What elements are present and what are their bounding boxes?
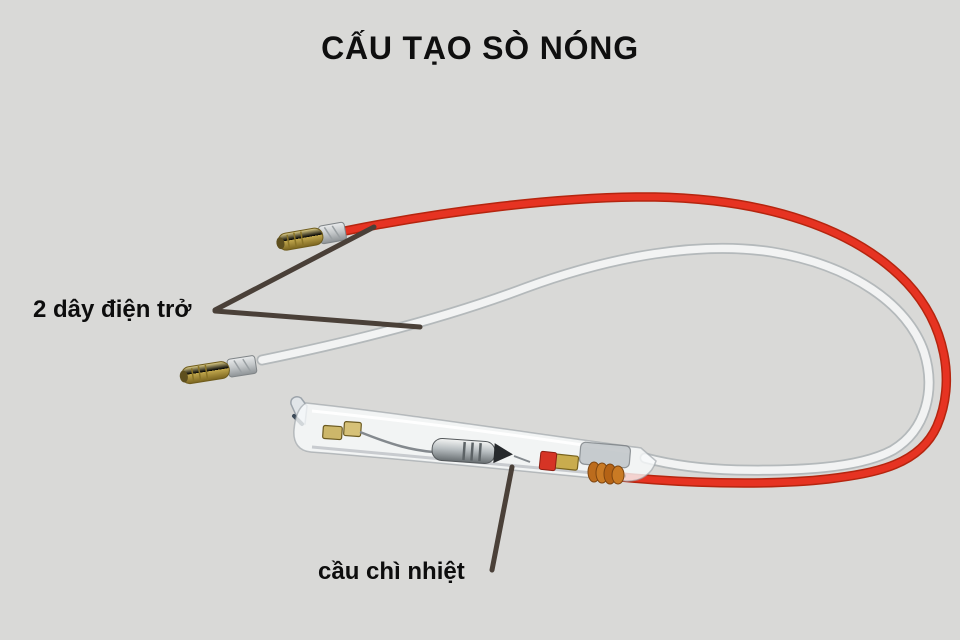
fuse-lead-wire-left — [359, 430, 434, 454]
fuse-tip-cone — [493, 443, 513, 464]
fuse-ridges — [462, 441, 482, 462]
bullet-ridges — [286, 231, 305, 248]
brass-bullet — [277, 227, 324, 251]
crimp-knurl — [233, 358, 252, 374]
red-wire — [341, 193, 950, 487]
fuse-lead-wire-right — [513, 455, 531, 463]
brass-bullet — [181, 361, 230, 385]
page-title: CẤU TẠO SÒ NÓNG — [321, 30, 639, 66]
crimp-sleeve — [226, 355, 258, 378]
label-resistor-wires: 2 dây điện trở — [33, 296, 192, 323]
red-resistor-wire — [340, 192, 952, 488]
bullet-ridges — [190, 364, 209, 382]
thermal-fuse — [431, 437, 513, 464]
label-thermal-fuse: cầu chì nhiệt — [318, 558, 465, 585]
bullet-connector-red — [276, 221, 347, 251]
bullet-connector-white — [179, 355, 258, 385]
tube-internals — [322, 420, 632, 485]
callout-line-thermal-fuse — [489, 464, 515, 573]
red-insulator — [538, 450, 558, 472]
copper-coil — [587, 461, 625, 485]
bullet-tip — [276, 237, 285, 250]
brass-terminal-left-a — [322, 424, 343, 441]
brass-terminal-left-b — [343, 420, 362, 438]
callout-lines — [212, 224, 515, 573]
thermal-fuse-tube — [290, 396, 657, 485]
callout-line-white-wire — [212, 308, 423, 330]
white-wire — [258, 244, 933, 474]
callout-line-red-wire — [212, 224, 377, 313]
crimp-knurl — [323, 225, 342, 241]
white-resistor-wire — [256, 242, 935, 476]
bullet-tip — [179, 370, 188, 383]
